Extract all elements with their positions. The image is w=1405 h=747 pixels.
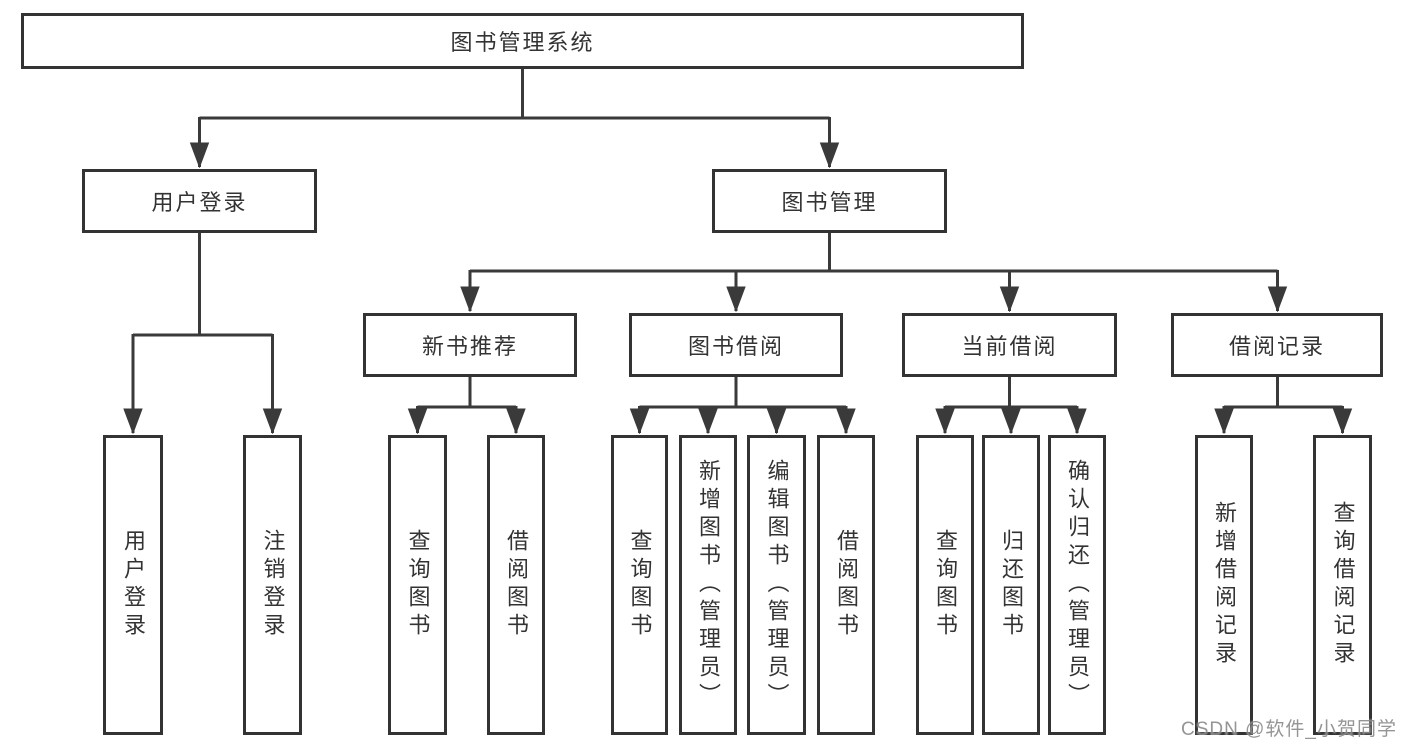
leaf-borrow-borrow-books: 借阅图书 [817,435,875,735]
leaf-user-login: 用户登录 [103,435,163,735]
leaf-logout-label: 注销登录 [260,529,286,641]
leaf-current-query-books-label: 查询图书 [933,529,958,641]
leaf-borrow-add-books-admin: 新增图书（管理员） [679,435,737,735]
leaf-borrow-add-books-admin-label: 新增图书（管理员） [696,459,721,711]
node-user-login: 用户登录 [82,169,317,233]
leaf-recommend-query-books: 查询图书 [388,435,447,735]
connector-current-children [945,377,1077,433]
leaf-records-query-record: 查询借阅记录 [1313,435,1372,735]
leaf-current-confirm-return-admin-label: 确认归还（管理员） [1065,459,1090,711]
leaf-records-add-record: 新增借阅记录 [1195,435,1253,735]
node-root: 图书管理系统 [21,13,1024,69]
leaf-current-return-books-label: 归还图书 [999,529,1024,641]
node-new-book-recommend-label: 新书推荐 [421,334,518,359]
connector-user-login-children [133,233,273,433]
leaf-logout: 注销登录 [243,435,302,735]
node-book-borrow-label: 图书借阅 [687,334,784,359]
node-user-login-label: 用户登录 [151,190,248,215]
leaf-records-add-record-label: 新增借阅记录 [1212,501,1237,669]
leaf-borrow-edit-books-admin-label: 编辑图书（管理员） [764,459,790,711]
leaf-current-confirm-return-admin: 确认归还（管理员） [1048,435,1106,735]
leaf-borrow-edit-books-admin: 编辑图书（管理员） [747,435,806,735]
node-current-borrow-label: 当前借阅 [961,334,1058,359]
leaf-recommend-query-books-label: 查询图书 [405,529,431,641]
watermark: CSDN @软件_小贺同学 [1181,719,1397,740]
leaf-user-login-label: 用户登录 [121,529,146,641]
node-book-management-label: 图书管理 [781,190,878,215]
connector-records-children [1224,377,1343,433]
node-new-book-recommend: 新书推荐 [363,313,577,377]
leaf-borrow-query-books-label: 查询图书 [627,529,653,641]
node-root-label: 图书管理系统 [450,30,595,55]
leaf-records-query-record-label: 查询借阅记录 [1330,501,1356,669]
leaf-recommend-borrow-books-label: 借阅图书 [504,529,529,641]
connector-root-to-level2 [200,69,830,167]
node-borrow-records: 借阅记录 [1171,313,1383,377]
leaf-borrow-borrow-books-label: 借阅图书 [834,529,859,641]
connector-recommend-children [418,377,517,433]
leaf-recommend-borrow-books: 借阅图书 [487,435,545,735]
node-book-borrow: 图书借阅 [629,313,843,377]
leaf-borrow-query-books: 查询图书 [611,435,668,735]
node-book-management: 图书管理 [712,169,947,233]
connector-book-management-children [470,233,1278,311]
leaf-current-query-books: 查询图书 [916,435,974,735]
leaf-current-return-books: 归还图书 [982,435,1040,735]
node-borrow-records-label: 借阅记录 [1228,334,1325,359]
connector-borrow-children [640,377,847,433]
node-current-borrow: 当前借阅 [902,313,1117,377]
